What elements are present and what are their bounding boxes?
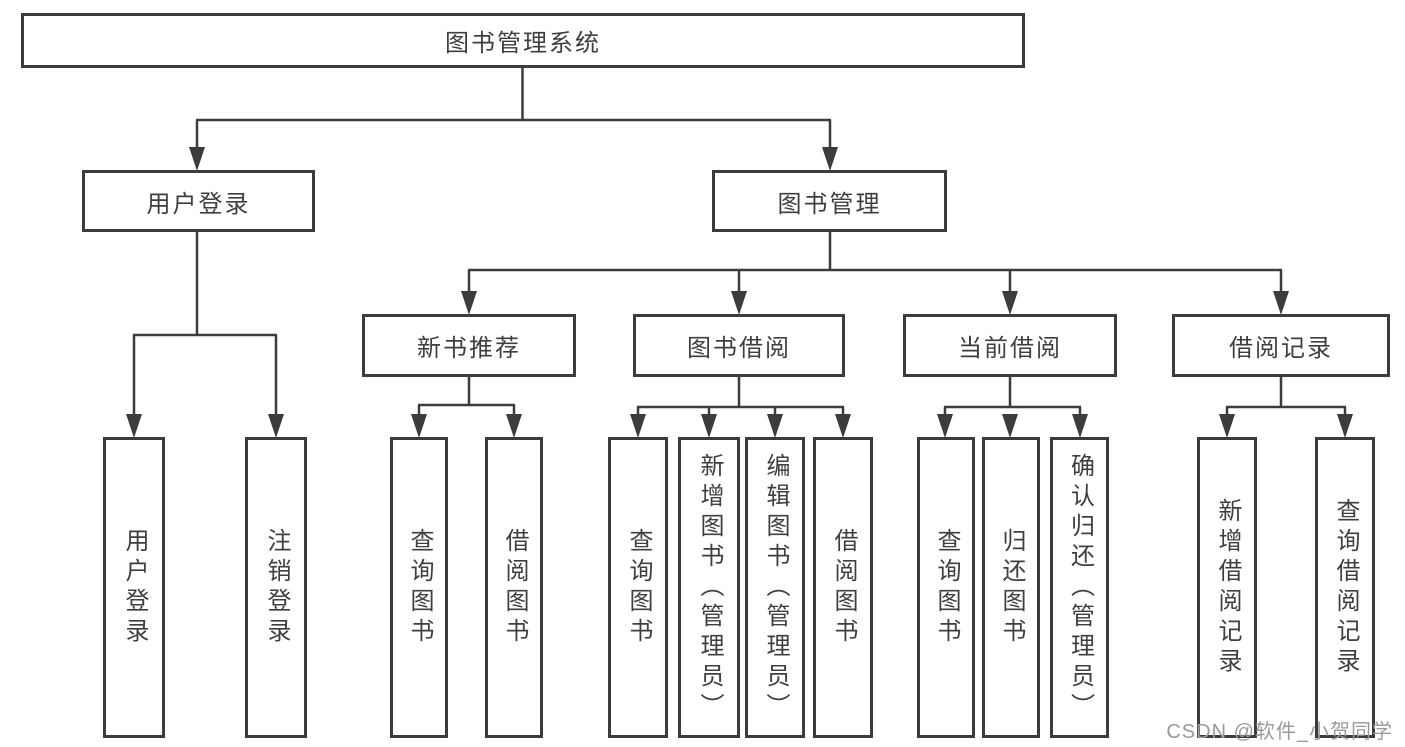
node-library-system: 图书管理系统 bbox=[21, 13, 1025, 68]
arrow-icon bbox=[268, 414, 284, 438]
arrow-icon bbox=[1072, 414, 1088, 438]
leaf-logout: 注销登录 bbox=[245, 437, 307, 738]
node-current-borrowing: 当前借阅 bbox=[903, 314, 1117, 377]
arrow-icon bbox=[767, 414, 783, 438]
arrow-icon bbox=[506, 414, 522, 438]
arrow-icon bbox=[731, 291, 747, 315]
leaf-query-borrow-record: 查询借阅记录 bbox=[1315, 437, 1375, 738]
leaf-add-books-admin: 新增图书（管理员） bbox=[678, 437, 740, 738]
leaf-query-books-recommend: 查询图书 bbox=[390, 437, 448, 738]
arrow-icon bbox=[411, 414, 427, 438]
arrow-icon bbox=[461, 291, 477, 315]
leaf-borrow-books-recommend: 借阅图书 bbox=[485, 437, 543, 738]
leaf-add-borrow-record: 新增借阅记录 bbox=[1197, 437, 1257, 738]
arrow-icon bbox=[189, 147, 205, 171]
arrow-icon bbox=[1002, 291, 1018, 315]
arrow-icon bbox=[1337, 414, 1353, 438]
leaf-query-books-borrowing: 查询图书 bbox=[608, 437, 668, 738]
leaf-user-login: 用户登录 bbox=[103, 437, 165, 738]
node-user-login: 用户登录 bbox=[82, 170, 315, 232]
node-book-management: 图书管理 bbox=[712, 170, 947, 232]
leaf-edit-books-admin: 编辑图书（管理员） bbox=[745, 437, 805, 738]
arrow-icon bbox=[701, 414, 717, 438]
arrow-icon bbox=[835, 414, 851, 438]
leaf-borrow-books-borrowing: 借阅图书 bbox=[813, 437, 873, 738]
leaf-query-books-current: 查询图书 bbox=[917, 437, 975, 738]
arrow-icon bbox=[126, 414, 142, 438]
arrow-icon bbox=[1273, 291, 1289, 315]
node-book-borrowing: 图书借阅 bbox=[633, 314, 845, 377]
csdn-watermark: CSDN @软件_小贺同学 bbox=[1166, 721, 1393, 743]
node-new-book-recommend: 新书推荐 bbox=[362, 314, 576, 377]
arrow-icon bbox=[1219, 414, 1235, 438]
arrow-icon bbox=[1002, 414, 1018, 438]
arrow-icon bbox=[630, 414, 646, 438]
node-borrow-records: 借阅记录 bbox=[1172, 314, 1390, 377]
arrow-icon bbox=[822, 147, 838, 171]
leaf-return-books: 归还图书 bbox=[982, 437, 1040, 738]
arrow-icon bbox=[937, 414, 953, 438]
leaf-confirm-return-admin: 确认归还（管理员） bbox=[1050, 437, 1109, 738]
